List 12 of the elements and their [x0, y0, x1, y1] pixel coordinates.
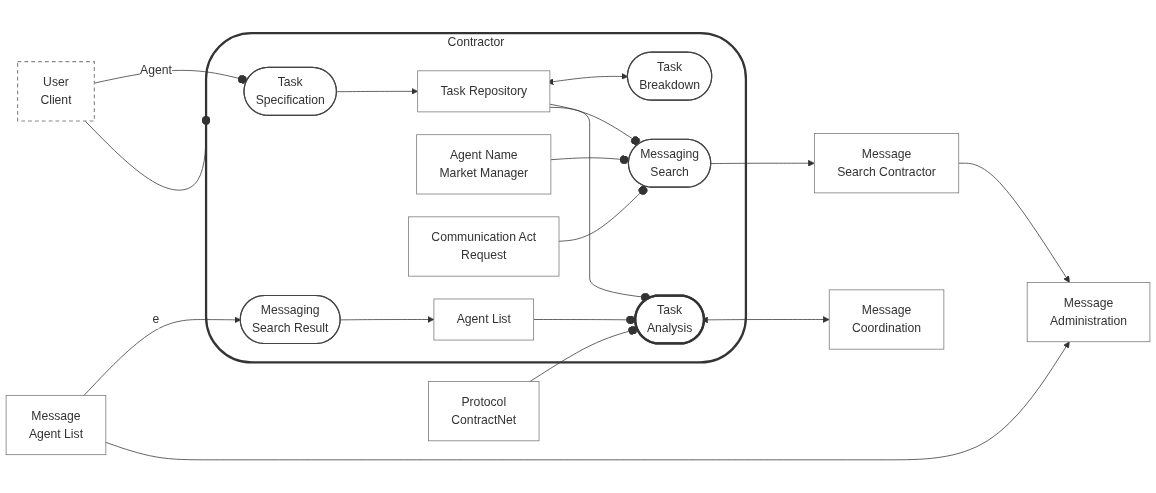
edge-label: Agent	[140, 63, 172, 76]
node-box: Message Administration	[1026, 282, 1151, 343]
edge-label: e	[152, 312, 160, 326]
node-box: Agent List	[433, 298, 535, 341]
node-box: Agent Name Market Manager	[416, 134, 552, 195]
node-box: Protocol ContractNet	[428, 381, 540, 442]
node-box: User Client	[17, 61, 95, 122]
node-box: Communication Act Request	[408, 216, 560, 277]
node-box: Task Repository	[417, 70, 551, 113]
node-box: Message Agent List	[5, 395, 107, 456]
node-box: Message Coordination	[828, 289, 945, 350]
node-box: Message Search Contractor	[814, 133, 960, 194]
